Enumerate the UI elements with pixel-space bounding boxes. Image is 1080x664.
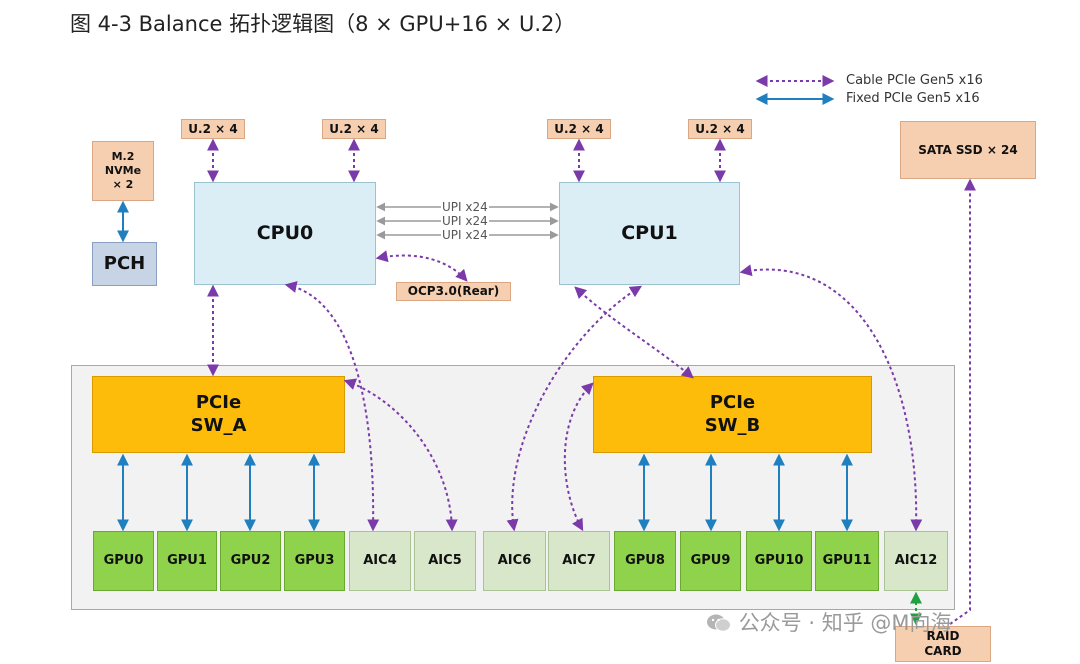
pch-box: PCH — [92, 242, 157, 286]
link-cpu1-swb — [574, 286, 694, 379]
gpu1-slot: GPU1 — [157, 531, 217, 591]
u2-box-3: U.2 × 4 — [547, 119, 611, 139]
aic5-slot: AIC5 — [414, 531, 476, 591]
watermark: 公众号 · 知乎 @M向海 — [706, 607, 952, 637]
cpu1-box: CPU1 — [559, 182, 740, 285]
gpu2-slot: GPU2 — [220, 531, 281, 591]
m2-nvme-box: M.2 NVMe × 2 — [92, 141, 154, 201]
gpu9-slot: GPU9 — [680, 531, 741, 591]
gpu11-slot: GPU11 — [815, 531, 879, 591]
link-cpu0-ocp — [375, 250, 468, 282]
aic7-slot: AIC7 — [548, 531, 610, 591]
gpu8-slot: GPU8 — [614, 531, 676, 591]
upi-label-3: UPI x24 — [441, 228, 489, 242]
upi-label-2: UPI x24 — [441, 214, 489, 228]
u2-box-1: U.2 × 4 — [181, 119, 245, 139]
link-raid-sata — [949, 178, 976, 625]
link-swb-aic7 — [563, 382, 594, 532]
legend-cable-label: Cable PCIe Gen5 x16 — [846, 73, 983, 88]
aic12-slot: AIC12 — [884, 531, 948, 591]
wechat-icon — [706, 613, 732, 633]
sata-ssd-box: SATA SSD × 24 — [900, 121, 1036, 179]
gpu3-slot: GPU3 — [284, 531, 345, 591]
watermark-text: 公众号 · 知乎 @M向海 — [738, 611, 952, 635]
ocp-box: OCP3.0(Rear) — [396, 282, 511, 301]
u2-box-2: U.2 × 4 — [322, 119, 386, 139]
link-cpu1-aic6 — [506, 285, 643, 532]
figure-title: 图 4-3 Balance 拓扑逻辑图（8 × GPU+16 × U.2） — [70, 12, 576, 36]
aic4-slot: AIC4 — [349, 531, 411, 591]
link-swa-aic5 — [343, 378, 458, 532]
raid-card-box: RAID CARD — [895, 626, 991, 662]
u2-box-4: U.2 × 4 — [688, 119, 752, 139]
link-cpu1-aic12 — [739, 264, 923, 532]
upi-label-1: UPI x24 — [441, 200, 489, 214]
gpu10-slot: GPU10 — [746, 531, 812, 591]
legend-fixed-label: Fixed PCIe Gen5 x16 — [846, 91, 980, 106]
link-cpu0-aic4 — [284, 281, 380, 532]
gpu0-slot: GPU0 — [93, 531, 154, 591]
aic6-slot: AIC6 — [483, 531, 546, 591]
